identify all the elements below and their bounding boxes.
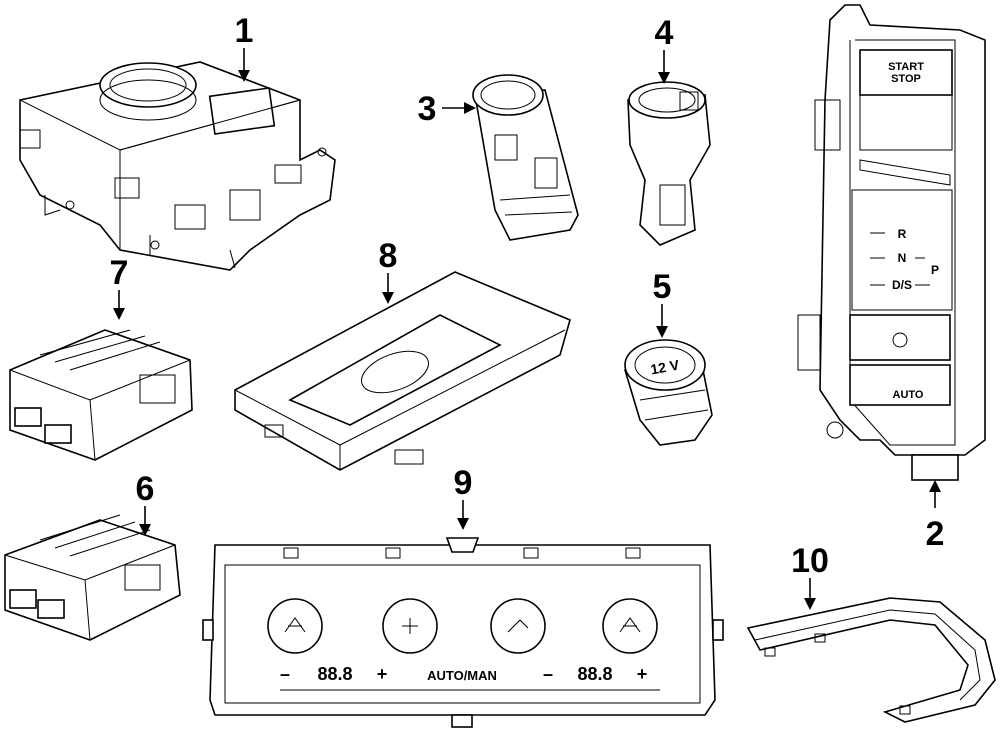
callout-10: 10 (791, 542, 829, 610)
callout-3: 3 (418, 90, 476, 128)
callout-number-3: 3 (418, 90, 437, 128)
right-temp-display: 88.8 (577, 664, 612, 684)
callout-6: 6 (136, 470, 155, 536)
callout-number-10: 10 (791, 542, 829, 580)
part-8-wireless-charger (234, 271, 571, 471)
gear-d-label: D/S (892, 278, 912, 292)
callout-number-6: 6 (136, 470, 155, 508)
callout-4: 4 (655, 14, 674, 84)
stop-label: STOP (891, 73, 921, 85)
callout-2: 2 (926, 480, 945, 553)
part-4-lighter-socket (627, 81, 711, 246)
part-5-12v-socket: 12 V (623, 339, 713, 446)
start-label: START (888, 61, 924, 73)
callout-5: 5 (653, 268, 672, 338)
part-7-connector-module (9, 329, 193, 461)
callout-number-4: 4 (655, 14, 674, 52)
part-3-socket-housing (472, 74, 579, 241)
gear-n-label: N (898, 251, 907, 265)
part-1-gear-selector-module (18, 61, 336, 271)
left-temp-display: 88.8 (317, 664, 352, 684)
callout-number-9: 9 (454, 464, 473, 502)
callout-number-1: 1 (235, 12, 254, 50)
right-minus: – (543, 664, 553, 684)
part-9-climate-control-panel: – 88.8 + AUTO/MAN – 88.8 + (202, 537, 724, 728)
auto-man-label: AUTO/MAN (427, 668, 497, 683)
auto-label: AUTO (893, 389, 924, 401)
left-minus: – (280, 664, 290, 684)
callout-8: 8 (379, 237, 398, 304)
gear-p-label: P (931, 263, 939, 277)
part-2-console-shifter-panel: START STOP R N D/S P AUTO (797, 4, 986, 481)
gear-r-label: R (898, 227, 907, 241)
socket-12v-label: 12 V (649, 357, 681, 378)
callout-number-5: 5 (653, 268, 672, 306)
part-6-connector-module (4, 514, 181, 641)
callout-1: 1 (235, 12, 254, 82)
callout-number-7: 7 (110, 254, 129, 292)
right-plus: + (637, 664, 648, 684)
part-10-trim-strip (746, 597, 996, 723)
left-plus: + (377, 664, 388, 684)
callout-7: 7 (110, 254, 129, 320)
callout-number-8: 8 (379, 237, 398, 275)
callout-number-2: 2 (926, 515, 945, 553)
callout-9: 9 (454, 464, 473, 530)
